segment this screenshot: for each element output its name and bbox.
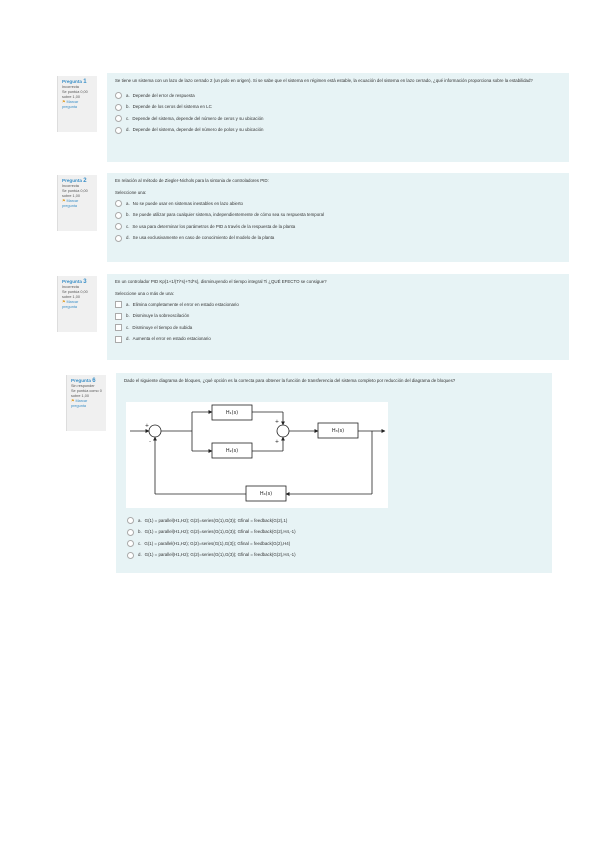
radio-button[interactable] xyxy=(115,126,122,134)
sum2-plus-bottom-sign: + xyxy=(275,439,279,445)
sum1-minus-sign: - xyxy=(149,439,151,445)
radio-button[interactable] xyxy=(115,211,122,219)
radio-button[interactable] xyxy=(127,551,134,559)
checkbox[interactable] xyxy=(115,301,122,309)
answer-option[interactable]: a.Depende del error de respuesta xyxy=(115,90,561,102)
question-info: Pregunta 3 Incorrecta Se puntúa 0,00 sob… xyxy=(57,276,97,332)
question-info: Pregunta 6 Sin responder Se puntúa como … xyxy=(66,375,106,431)
flag-icon: ⚑ xyxy=(62,300,66,304)
answer-option[interactable]: c.Disminuye el tiempo de subida xyxy=(115,322,561,334)
question-info: Pregunta 2 Incorrecta Se puntúa 0,00 sob… xyxy=(57,175,97,231)
block-h4-label: H₄(s) xyxy=(260,491,272,497)
block-h2 xyxy=(211,442,253,459)
question-score: Se puntúa 0,00 sobre 1,00 xyxy=(62,290,88,299)
radio-button[interactable] xyxy=(127,540,134,548)
answer-option[interactable]: d.G(1) = parallel(H1,H2); G(2)=series(G(… xyxy=(127,550,547,562)
checkbox[interactable] xyxy=(115,324,122,332)
question-score: Se puntúa 0,00 sobre 1,00 xyxy=(62,189,88,198)
answer-option[interactable]: b.Depende de los ceros del sistema en LC xyxy=(115,102,561,114)
question-text: En relación al método de Ziegler-Nichols… xyxy=(115,178,269,183)
answer-option[interactable]: c.Depende del sistema, depende del númer… xyxy=(115,113,561,125)
block-h3-label: H₃(s) xyxy=(332,428,344,434)
question-content: En relación al método de Ziegler-Nichols… xyxy=(107,173,569,262)
block-h2-label: H₂(s) xyxy=(226,448,238,454)
answer-option[interactable]: b.G(1) = parallel(H1,H2); G(2)=series(G(… xyxy=(127,527,547,539)
radio-button[interactable] xyxy=(115,234,122,242)
question-number: Pregunta 2 xyxy=(62,178,87,184)
question-status: Incorrecta xyxy=(62,85,79,89)
answer-options: a.Depende del error de respuesta b.Depen… xyxy=(115,90,561,136)
answer-option[interactable]: a.G(1) = parallel(H1,H2); G(2)=series(G(… xyxy=(127,515,547,527)
block-h1 xyxy=(211,404,253,421)
flag-question-link[interactable]: ⚑ Marcar pregunta xyxy=(71,399,88,408)
question-score: Se puntúa 0,00 sobre 1,00 xyxy=(62,90,88,99)
answer-options: a.No se puede usar en sistemas inestable… xyxy=(115,198,561,244)
answer-options: a.Elimina completamente el error en esta… xyxy=(115,299,561,345)
answer-option[interactable]: d.Se usa exclusivamente en caso de conoc… xyxy=(115,233,561,245)
question-text: Se tiene un sistema con un lazo de lazo … xyxy=(115,78,533,83)
question-number: Pregunta 1 xyxy=(62,79,87,85)
answer-option[interactable]: a.Elimina completamente el error en esta… xyxy=(115,299,561,311)
answer-option[interactable]: b.Disminuye la sobreoscilación xyxy=(115,311,561,323)
radio-button[interactable] xyxy=(127,528,134,536)
question-number: Pregunta 3 xyxy=(62,279,87,285)
question-number: Pregunta 6 xyxy=(71,378,96,384)
answer-option[interactable]: b.Se puede utilizar para cualquier siste… xyxy=(115,210,561,222)
question-content: Se tiene un sistema con un lazo de lazo … xyxy=(107,73,569,162)
answer-option[interactable]: c.Se usa para determinar los parámetros … xyxy=(115,221,561,233)
radio-button[interactable] xyxy=(115,223,122,231)
block-h3 xyxy=(317,422,359,439)
select-instruction: Seleccione una o más de una: xyxy=(115,291,175,296)
summing-junction-1 xyxy=(148,424,162,438)
select-instruction: Seleccione una: xyxy=(115,190,147,195)
question-text: En un controlador PID Kp(1+1/(Ti*s)+Td*s… xyxy=(115,279,327,284)
question-status: Sin responder xyxy=(71,384,95,388)
radio-button[interactable] xyxy=(127,517,134,525)
answer-option[interactable]: d.Aumenta el error en estado estacionari… xyxy=(115,334,561,346)
radio-button[interactable] xyxy=(115,200,122,208)
flag-question-link[interactable]: ⚑ Marcar pregunta xyxy=(62,100,79,109)
flag-question-link[interactable]: ⚑ Marcar pregunta xyxy=(62,300,79,309)
sum1-plus-sign: + xyxy=(145,423,149,429)
answer-options: a.G(1) = parallel(H1,H2); G(2)=series(G(… xyxy=(127,515,547,561)
question-content: En un controlador PID Kp(1+1/(Ti*s)+Td*s… xyxy=(107,274,569,360)
question-status: Incorrecta xyxy=(62,184,79,188)
flag-icon: ⚑ xyxy=(62,199,66,203)
question-score: Se puntúa como 0 sobre 1,00 xyxy=(71,389,102,398)
summing-junction-2 xyxy=(276,424,290,438)
answer-option[interactable]: d.Depende del sistema, depende del númer… xyxy=(115,125,561,137)
radio-button[interactable] xyxy=(115,103,122,111)
block-diagram-svg: H₁(s) H₂(s) H₃(s) H₄(s) + - + + xyxy=(130,404,386,502)
question-info: Pregunta 1 Incorrecta Se puntúa 0,00 sob… xyxy=(57,76,97,132)
flag-question-link[interactable]: ⚑ Marcar pregunta xyxy=(62,199,79,208)
radio-button[interactable] xyxy=(115,92,122,100)
answer-option[interactable]: a.No se puede usar en sistemas inestable… xyxy=(115,198,561,210)
flag-icon: ⚑ xyxy=(71,399,75,403)
block-h1-label: H₁(s) xyxy=(226,410,238,416)
flag-icon: ⚑ xyxy=(62,100,66,104)
sum2-plus-top-sign: + xyxy=(275,419,279,425)
answer-option[interactable]: c.G(1) = parallel(H1,H2); G(2)=series(G(… xyxy=(127,538,547,550)
block-diagram: H₁(s) H₂(s) H₃(s) H₄(s) + - + + xyxy=(126,402,388,508)
checkbox[interactable] xyxy=(115,335,122,343)
block-h4 xyxy=(245,485,287,502)
question-text: Dado el siguiente diagrama de bloques, ¿… xyxy=(124,378,456,383)
radio-button[interactable] xyxy=(115,115,122,123)
question-status: Incorrecta xyxy=(62,285,79,289)
checkbox[interactable] xyxy=(115,312,122,320)
